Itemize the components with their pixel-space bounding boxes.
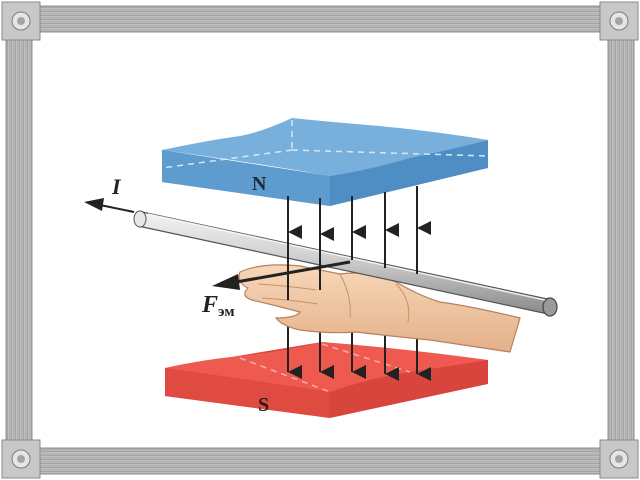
field-lines-upper	[287, 186, 431, 300]
current-label: I	[111, 174, 122, 199]
frame-bottom-bar	[31, 447, 609, 475]
rod-end	[542, 297, 558, 317]
frame-corner-bottom-right	[599, 439, 639, 479]
north-pole-label: N	[252, 173, 267, 195]
force-arrow	[212, 260, 351, 290]
force-label-main: F	[201, 292, 218, 318]
frame-corner-top-left	[1, 1, 41, 41]
frame-right-bar	[607, 31, 635, 449]
frame-left-bar	[5, 31, 33, 449]
frame-corner-top-right	[599, 1, 639, 41]
frame-top-bar	[31, 5, 609, 33]
north-pole-magnet: N	[161, 118, 489, 206]
south-pole-magnet: S	[165, 342, 488, 418]
force-label: Fэм	[201, 292, 235, 320]
current-direction-arrow	[84, 198, 135, 213]
frame-corner-bottom-left	[1, 439, 41, 479]
north-pole-top	[162, 118, 488, 176]
south-pole-label: S	[258, 394, 269, 416]
force-label-subscript: эм	[218, 304, 235, 320]
